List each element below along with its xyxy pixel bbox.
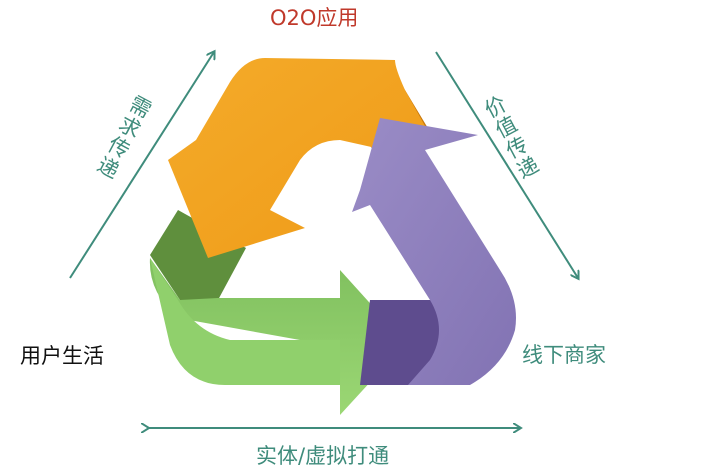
orange-arrow bbox=[168, 58, 430, 258]
o2o-app-label: O2O应用 bbox=[270, 6, 359, 30]
green-band-dark-fold bbox=[150, 210, 246, 300]
green-arrow bbox=[149, 258, 406, 415]
physical-virtual-label: 实体/虚拟打通 bbox=[256, 444, 390, 468]
green-band-lower bbox=[150, 258, 340, 385]
value-arrow-line bbox=[435, 51, 578, 278]
purple-arrow bbox=[352, 118, 516, 385]
offline-merchant-label: 线下商家 bbox=[522, 343, 606, 367]
demand-arrow-line bbox=[69, 52, 214, 279]
user-life-label: 用户生活 bbox=[20, 344, 104, 368]
